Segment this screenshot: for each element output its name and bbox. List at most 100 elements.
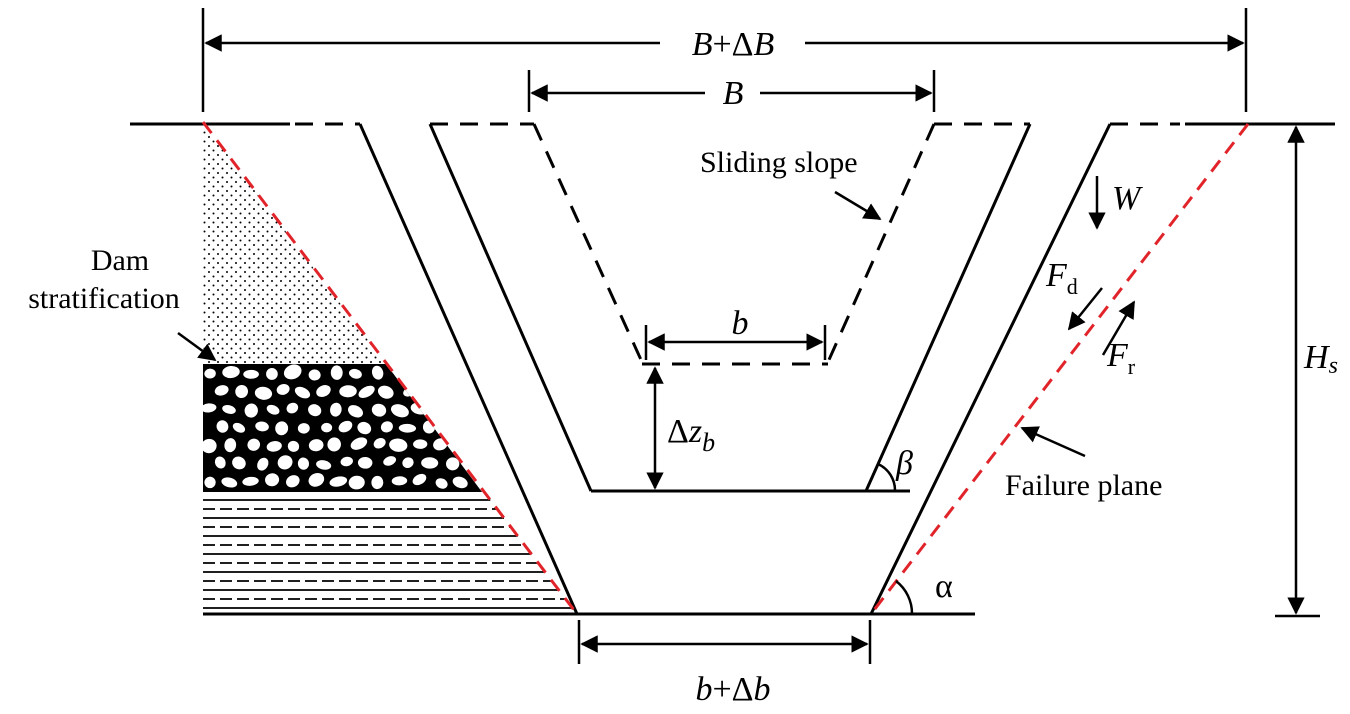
bottom-total-label: b+Δb: [695, 671, 770, 708]
gravel-stone: [273, 419, 290, 437]
delta-z-label: Δzb: [667, 413, 715, 457]
gravel-stone: [356, 455, 374, 471]
gravel-stone: [282, 364, 304, 381]
gravel-stone: [296, 421, 312, 436]
top-total-width-label: B+ΔB: [692, 26, 775, 63]
gravel-stone: [265, 403, 281, 417]
gravel-stone: [296, 455, 311, 472]
gravel-stone: [285, 401, 300, 415]
dam-stratification-pointer: [177, 331, 217, 362]
gravel-stone: [314, 458, 333, 472]
gravel-stone: [220, 364, 242, 380]
top-width-label: B: [723, 75, 744, 112]
gravel-stone: [355, 420, 373, 436]
gravel-stone: [233, 383, 250, 400]
gravel-stone: [293, 385, 312, 400]
intermediate-breach-right-slope: [864, 123, 1032, 492]
final-breach-right-slope: [869, 123, 1112, 615]
final-breach-left-slope: [358, 123, 579, 615]
sliding-slope-label: Sliding slope: [700, 146, 858, 179]
gravel-stone: [430, 402, 451, 418]
gravel-stone: [381, 454, 398, 468]
gravel-stone: [222, 436, 238, 454]
dam-stratification-label-line2: stratification: [28, 282, 180, 315]
gravel-stone: [369, 474, 385, 491]
dam-stratification-layers: [203, 122, 573, 609]
gravel-stone: [213, 383, 231, 398]
gravel-stone: [319, 421, 334, 434]
gravel-stone: [370, 364, 385, 382]
gravel-stone: [456, 403, 471, 417]
gravel-stone: [389, 402, 411, 419]
gravel-stone: [253, 420, 271, 433]
gravel-stone: [451, 475, 470, 490]
gravel-stone: [245, 437, 262, 453]
gravel-stone: [213, 454, 228, 471]
gravel-stone: [443, 381, 459, 397]
resisting-force-arrow: [1101, 300, 1136, 356]
gravel-stone: [390, 474, 409, 487]
gravel-stone: [264, 366, 280, 382]
gravel-stone: [379, 419, 395, 434]
gravel-stone: [314, 383, 333, 399]
gravel-stone: [411, 472, 428, 487]
gravel-stone: [392, 365, 409, 381]
gravel-stone: [243, 402, 260, 420]
beta-arc: [877, 462, 897, 492]
dam-stratification-label-line1: Dam: [91, 244, 149, 277]
gravel-stone: [347, 367, 364, 381]
gravel-stone: [263, 471, 281, 488]
gravel-stone: [387, 436, 409, 454]
gravel-stone: [328, 401, 344, 419]
gravel-stone: [215, 418, 230, 435]
weight-label: W: [1112, 180, 1143, 217]
gravel-stone: [413, 367, 429, 381]
beta-label: β: [895, 445, 913, 482]
driving-force-arrow: [1067, 287, 1103, 331]
gravel-stone: [275, 382, 292, 397]
gravel-stone: [265, 439, 284, 454]
gravel-stone: [203, 475, 218, 490]
gravel-stone: [439, 419, 461, 437]
gravel-stone: [431, 364, 448, 380]
gravel-stone: [466, 420, 482, 434]
failure-plane-left: [201, 121, 579, 615]
gravel-stone: [347, 474, 367, 491]
gravel-stone: [253, 385, 274, 402]
gravel-stone: [372, 436, 388, 450]
gravel-stone: [203, 401, 218, 415]
gravel-stone: [339, 455, 355, 468]
gravel-stone: [241, 368, 261, 381]
gravel-stone: [337, 419, 354, 434]
gravel-stone: [255, 456, 270, 473]
gravel-stone: [306, 402, 323, 418]
sliding-slope-pointer: [834, 190, 882, 221]
alpha-arc: [895, 580, 914, 615]
gravel-stone: [325, 435, 343, 453]
gravel-stone: [219, 475, 239, 490]
gravel-stones: [203, 364, 482, 491]
gravel-stone: [376, 384, 396, 401]
initial-breach-left-slope: [532, 123, 644, 363]
gravel-stone: [400, 455, 416, 470]
gravel-stone: [329, 364, 345, 382]
gravel-stone: [284, 473, 302, 489]
gravel-stone: [411, 437, 429, 451]
gravel-stone: [276, 453, 295, 471]
failure-plane-pointer: [1020, 426, 1086, 458]
gravel-stone: [203, 437, 219, 455]
failure-plane-right: [869, 123, 1250, 615]
gravel-stone: [346, 403, 365, 420]
gravel-stone: [444, 455, 461, 472]
gravel-stone: [463, 456, 479, 472]
gravel-stone: [286, 439, 301, 454]
intermediate-breach-left-slope: [428, 123, 593, 492]
gravel-stone: [418, 382, 439, 400]
gravel-stone: [307, 437, 326, 453]
failure-plane-label: Failure plane: [1005, 469, 1162, 502]
gravel-stone: [240, 475, 261, 488]
gravel-stone: [349, 435, 369, 452]
alpha-label: α: [935, 568, 953, 605]
